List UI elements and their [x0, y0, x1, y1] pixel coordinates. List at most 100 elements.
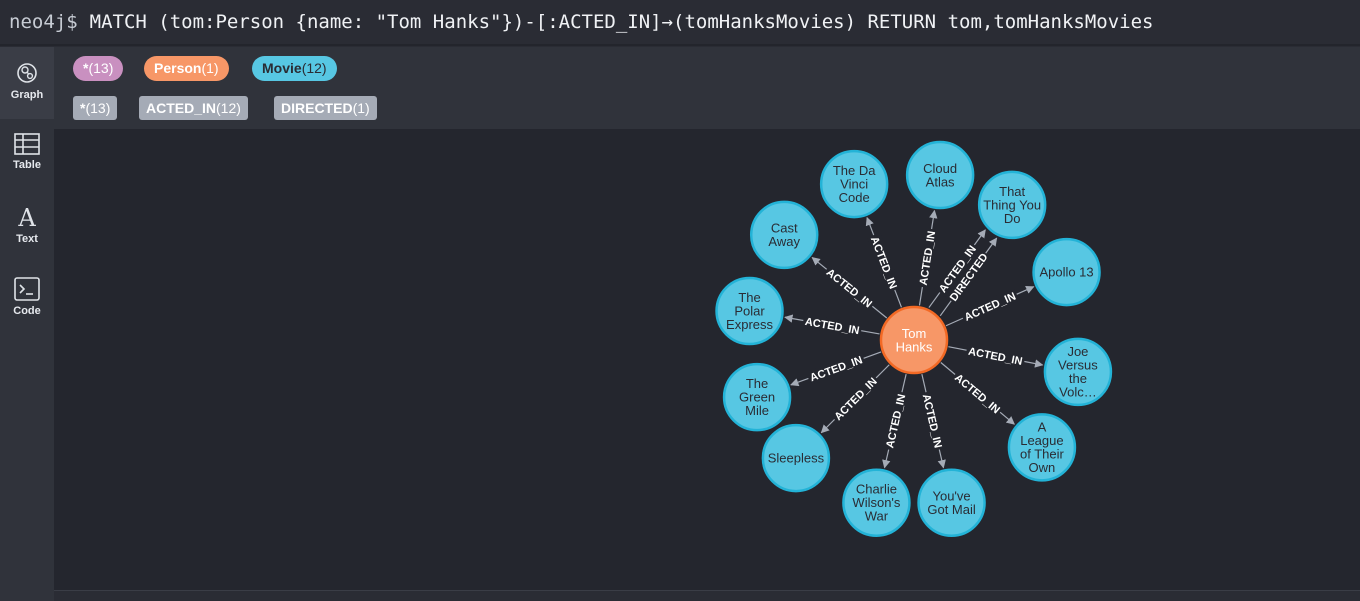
movie-node-1-caption-line: Cloud: [923, 161, 957, 176]
movie-node-7-caption-line: War: [865, 509, 889, 524]
svg-text:ACTED_IN: ACTED_IN: [952, 372, 1002, 417]
movie-node-9-caption-line: Mile: [745, 403, 769, 418]
movie-node-11-caption-line: Away: [768, 234, 800, 249]
relationship-1-label: ACTED_IN: [915, 227, 939, 289]
movie-node-6-caption-line: Got Mail: [927, 502, 976, 517]
canvas-footer: [54, 590, 1360, 601]
movie-node-2-caption-line: Do: [1004, 211, 1021, 226]
node-label-movie-name: Movie: [262, 60, 302, 76]
relationship-8-label: ACTED_IN: [829, 372, 882, 425]
table-view-button[interactable]: Table: [0, 119, 54, 191]
rel-type-acted-in-name: ACTED_IN: [146, 100, 217, 116]
graph-view-button[interactable]: Graph: [0, 47, 54, 119]
rel-type-acted-in-pill[interactable]: ACTED_IN(12): [139, 96, 248, 120]
node-label-all-name: *: [83, 60, 89, 76]
movie-node-0-caption-line: Code: [839, 190, 870, 205]
node-label-all-count: (13): [88, 60, 114, 76]
query-prompt: neo4j$: [9, 11, 78, 33]
relationship-10-label: ACTED_IN: [802, 313, 863, 338]
movie-node-5-caption-line: League: [1020, 433, 1063, 448]
movie-node-10-caption-line: Polar: [734, 304, 765, 319]
movie-node-2-caption-line: Thing You: [983, 197, 1041, 212]
svg-text:ACTED_IN: ACTED_IN: [824, 267, 874, 311]
code-view-button[interactable]: Code: [0, 263, 54, 335]
relationship-7-label: ACTED_IN: [881, 390, 909, 452]
rel-type-directed-count: (1): [352, 100, 370, 116]
movie-node-3-caption-line: Apollo 13: [1039, 265, 1093, 280]
query-editor[interactable]: neo4j$ MATCH (tom:Person {name: "Tom Han…: [0, 0, 1360, 46]
movie-node-4-caption-line: Joe: [1067, 344, 1088, 359]
relationship-9-label: ACTED_IN: [805, 351, 867, 386]
movie-node-7-caption-line: Wilson's: [852, 495, 900, 510]
text-icon: A: [17, 205, 36, 229]
graph-icon: [17, 63, 37, 83]
relationship-6-label: ACTED_IN: [919, 390, 947, 452]
node-label-person-pill[interactable]: Person(1): [144, 56, 229, 81]
movie-node-9-caption-line: The: [746, 376, 768, 391]
movie-node-1-caption-line: Atlas: [926, 174, 955, 189]
movie-node-8[interactable]: Sleepless: [761, 423, 831, 493]
movie-node-11-caption-line: Cast: [771, 221, 798, 236]
relationship-11-label: ACTED_IN: [822, 263, 877, 312]
svg-text:ACTED_IN: ACTED_IN: [884, 393, 908, 449]
movie-node-0-caption-line: The Da: [833, 163, 876, 178]
movie-node-6-caption-line: You've: [932, 488, 970, 503]
svg-text:A: A: [17, 205, 36, 229]
movie-node-10-caption-line: Express: [726, 317, 773, 332]
movie-node-0-caption-line: Vinci: [840, 177, 868, 192]
movie-node-7-caption-line: Charlie: [856, 482, 897, 497]
table-icon: [14, 133, 40, 155]
text-view-label: Text: [16, 233, 38, 245]
movie-node-9-caption-line: Green: [739, 390, 775, 405]
relationship-0-label: ACTED_IN: [867, 232, 902, 293]
person-node-tom-hanks-caption-line: Hanks: [896, 339, 933, 354]
rel-type-all-pill[interactable]: *(13): [73, 96, 118, 120]
rel-type-directed-name: DIRECTED: [281, 100, 353, 116]
legend-strip: *(13) Person(1) Movie(12) *(13) ACTED_IN…: [54, 47, 1360, 129]
relationship-5-label: ACTED_IN: [950, 369, 1005, 418]
node-label-all-pill[interactable]: *(13): [73, 56, 124, 81]
movie-node-10-caption-line: The: [738, 290, 760, 305]
rel-type-directed-pill[interactable]: DIRECTED(1): [274, 96, 377, 120]
svg-text:ACTED_IN: ACTED_IN: [808, 354, 864, 384]
movie-node-8-caption-line: Sleepless: [768, 451, 825, 466]
node-label-person-name: Person: [154, 60, 202, 76]
svg-text:ACTED_IN: ACTED_IN: [920, 393, 944, 449]
query-text[interactable]: MATCH (tom:Person {name: "Tom Hanks"})-[…: [89, 11, 1154, 33]
code-view-label: Code: [13, 305, 41, 317]
graph-view-label: Graph: [10, 89, 44, 101]
rel-type-acted-in-count: (12): [216, 100, 241, 116]
svg-text:ACTED_IN: ACTED_IN: [832, 376, 879, 423]
text-view-button[interactable]: A Text: [0, 191, 54, 263]
movie-node-4-caption-line: Volc…: [1059, 385, 1097, 400]
rel-type-all-name: *: [80, 100, 86, 116]
movie-node-5-caption-line: Own: [1029, 460, 1056, 475]
person-node-tom-hanks-caption-line: Tom: [902, 326, 927, 341]
rel-type-all-count: (13): [85, 100, 111, 116]
movie-node-4-caption-line: the: [1069, 371, 1087, 386]
code-icon: [14, 277, 40, 301]
movie-node-3[interactable]: Apollo 13: [1032, 237, 1101, 307]
movie-node-5-caption-line: A: [1038, 420, 1047, 435]
node-label-movie-pill[interactable]: Movie(12): [252, 56, 337, 81]
movie-node-4-caption-line: Versus: [1058, 358, 1098, 373]
table-view-label: Table: [13, 159, 41, 171]
relationship-3-label: ACTED_IN: [960, 287, 1020, 325]
node-label-person-count: (1): [201, 60, 219, 76]
movie-node-5-caption-line: of Their: [1020, 447, 1065, 462]
movie-node-2-caption-line: That: [999, 184, 1025, 199]
movie-node-4[interactable]: JoeVersustheVolc…: [1043, 337, 1113, 407]
